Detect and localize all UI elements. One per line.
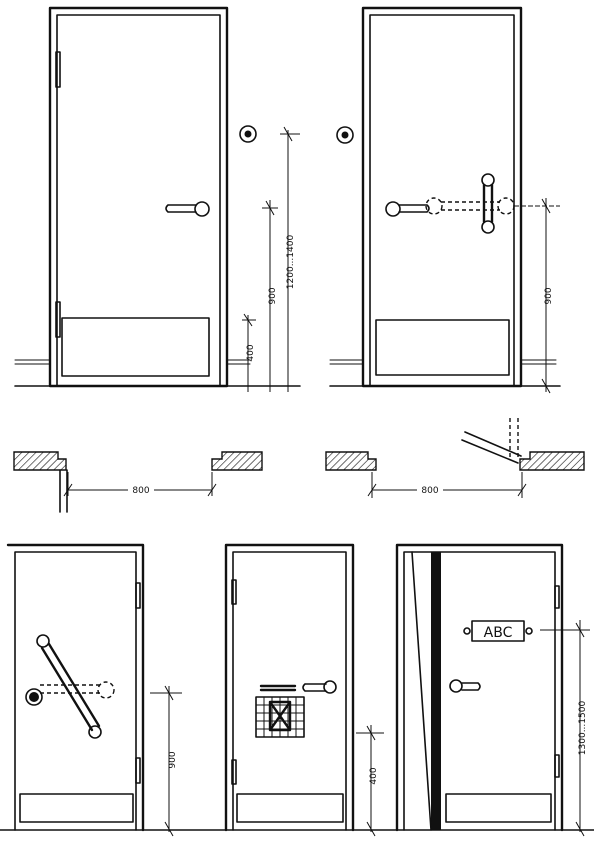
dimension-lines — [240, 126, 300, 392]
door-frame-outer — [6, 543, 145, 832]
tactile-grid-icon — [255, 696, 305, 738]
wall-left — [13, 451, 67, 471]
hinge-bottom — [135, 757, 141, 784]
kick-plate — [236, 793, 344, 823]
kick-plate — [375, 319, 510, 376]
dim-label-1300-1500: 1300...1500 — [578, 701, 588, 756]
door-frame-outer — [224, 543, 355, 832]
lever-handle — [165, 201, 210, 217]
dimension-lines — [367, 472, 527, 498]
lever-handle — [25, 688, 43, 706]
door-frame-inner — [403, 551, 556, 831]
door-leaf-side — [411, 551, 432, 831]
wall-right — [211, 451, 263, 471]
door-frame-outer — [395, 543, 564, 832]
call-button-icon — [336, 126, 354, 144]
door-frame-inner — [56, 14, 221, 387]
kick-plate — [19, 793, 134, 823]
wall-left — [325, 451, 377, 471]
diagonal-grab-bar — [36, 634, 102, 739]
dim-label-900: 900 — [168, 751, 178, 768]
call-button-icon — [239, 125, 257, 143]
door-frame-inner — [14, 551, 137, 831]
floor-line — [329, 359, 561, 387]
door-frame-outer — [48, 6, 229, 388]
kick-plate — [61, 317, 210, 377]
dim-label-400: 400 — [369, 767, 379, 784]
hinge-top — [55, 51, 61, 88]
plan-door-right: 800 — [325, 418, 585, 498]
lever-handle — [449, 679, 481, 693]
dim-label-900: 900 — [544, 287, 554, 304]
horizontal-grab-bar-dashed — [40, 681, 115, 699]
dimension-lines — [514, 198, 560, 394]
dimension-lines — [356, 725, 384, 837]
elevation-door-top-right: 900 — [329, 6, 561, 394]
door-leaf-open — [59, 469, 68, 513]
horizontal-grab-bar-dashed — [425, 197, 515, 215]
door-frame-inner — [232, 551, 347, 831]
lever-handle — [385, 201, 430, 217]
sign-plate-text: ABC — [484, 625, 513, 641]
hinge-top — [231, 579, 237, 605]
vertical-grab-bar — [481, 173, 495, 234]
hinge-bottom — [55, 301, 61, 338]
sign-plate: ABC — [463, 620, 533, 642]
letter-slot-icon — [259, 684, 297, 692]
dim-label-800: 800 — [132, 486, 149, 496]
dim-label-1200-1400: 1200...1400 — [286, 235, 296, 290]
hinge-bottom — [554, 754, 560, 778]
elevation-door-top-left: 1200...1400 900 400 — [14, 6, 301, 392]
plan-door-left: 800 — [13, 451, 263, 513]
wall-right — [519, 451, 585, 471]
dim-label-400: 400 — [246, 344, 256, 361]
hinge-top — [135, 582, 141, 609]
door-frame-outer — [361, 6, 523, 388]
elevation-door-bottom-right: ABC 1300...1500 — [395, 543, 590, 837]
elevation-door-bottom-middle: 400 — [224, 543, 384, 837]
hinge-top — [554, 585, 560, 609]
dim-label-800: 800 — [421, 486, 438, 496]
elevation-door-bottom-left: 900 — [6, 543, 182, 837]
door-leaf-angled — [461, 431, 522, 464]
door-edge-open — [431, 552, 441, 830]
dim-label-900: 900 — [268, 287, 278, 304]
kick-plate — [445, 793, 552, 823]
hinge-bottom — [231, 759, 237, 785]
lever-handle — [302, 680, 337, 694]
dimension-lines — [150, 685, 182, 837]
dimension-lines — [540, 620, 590, 837]
